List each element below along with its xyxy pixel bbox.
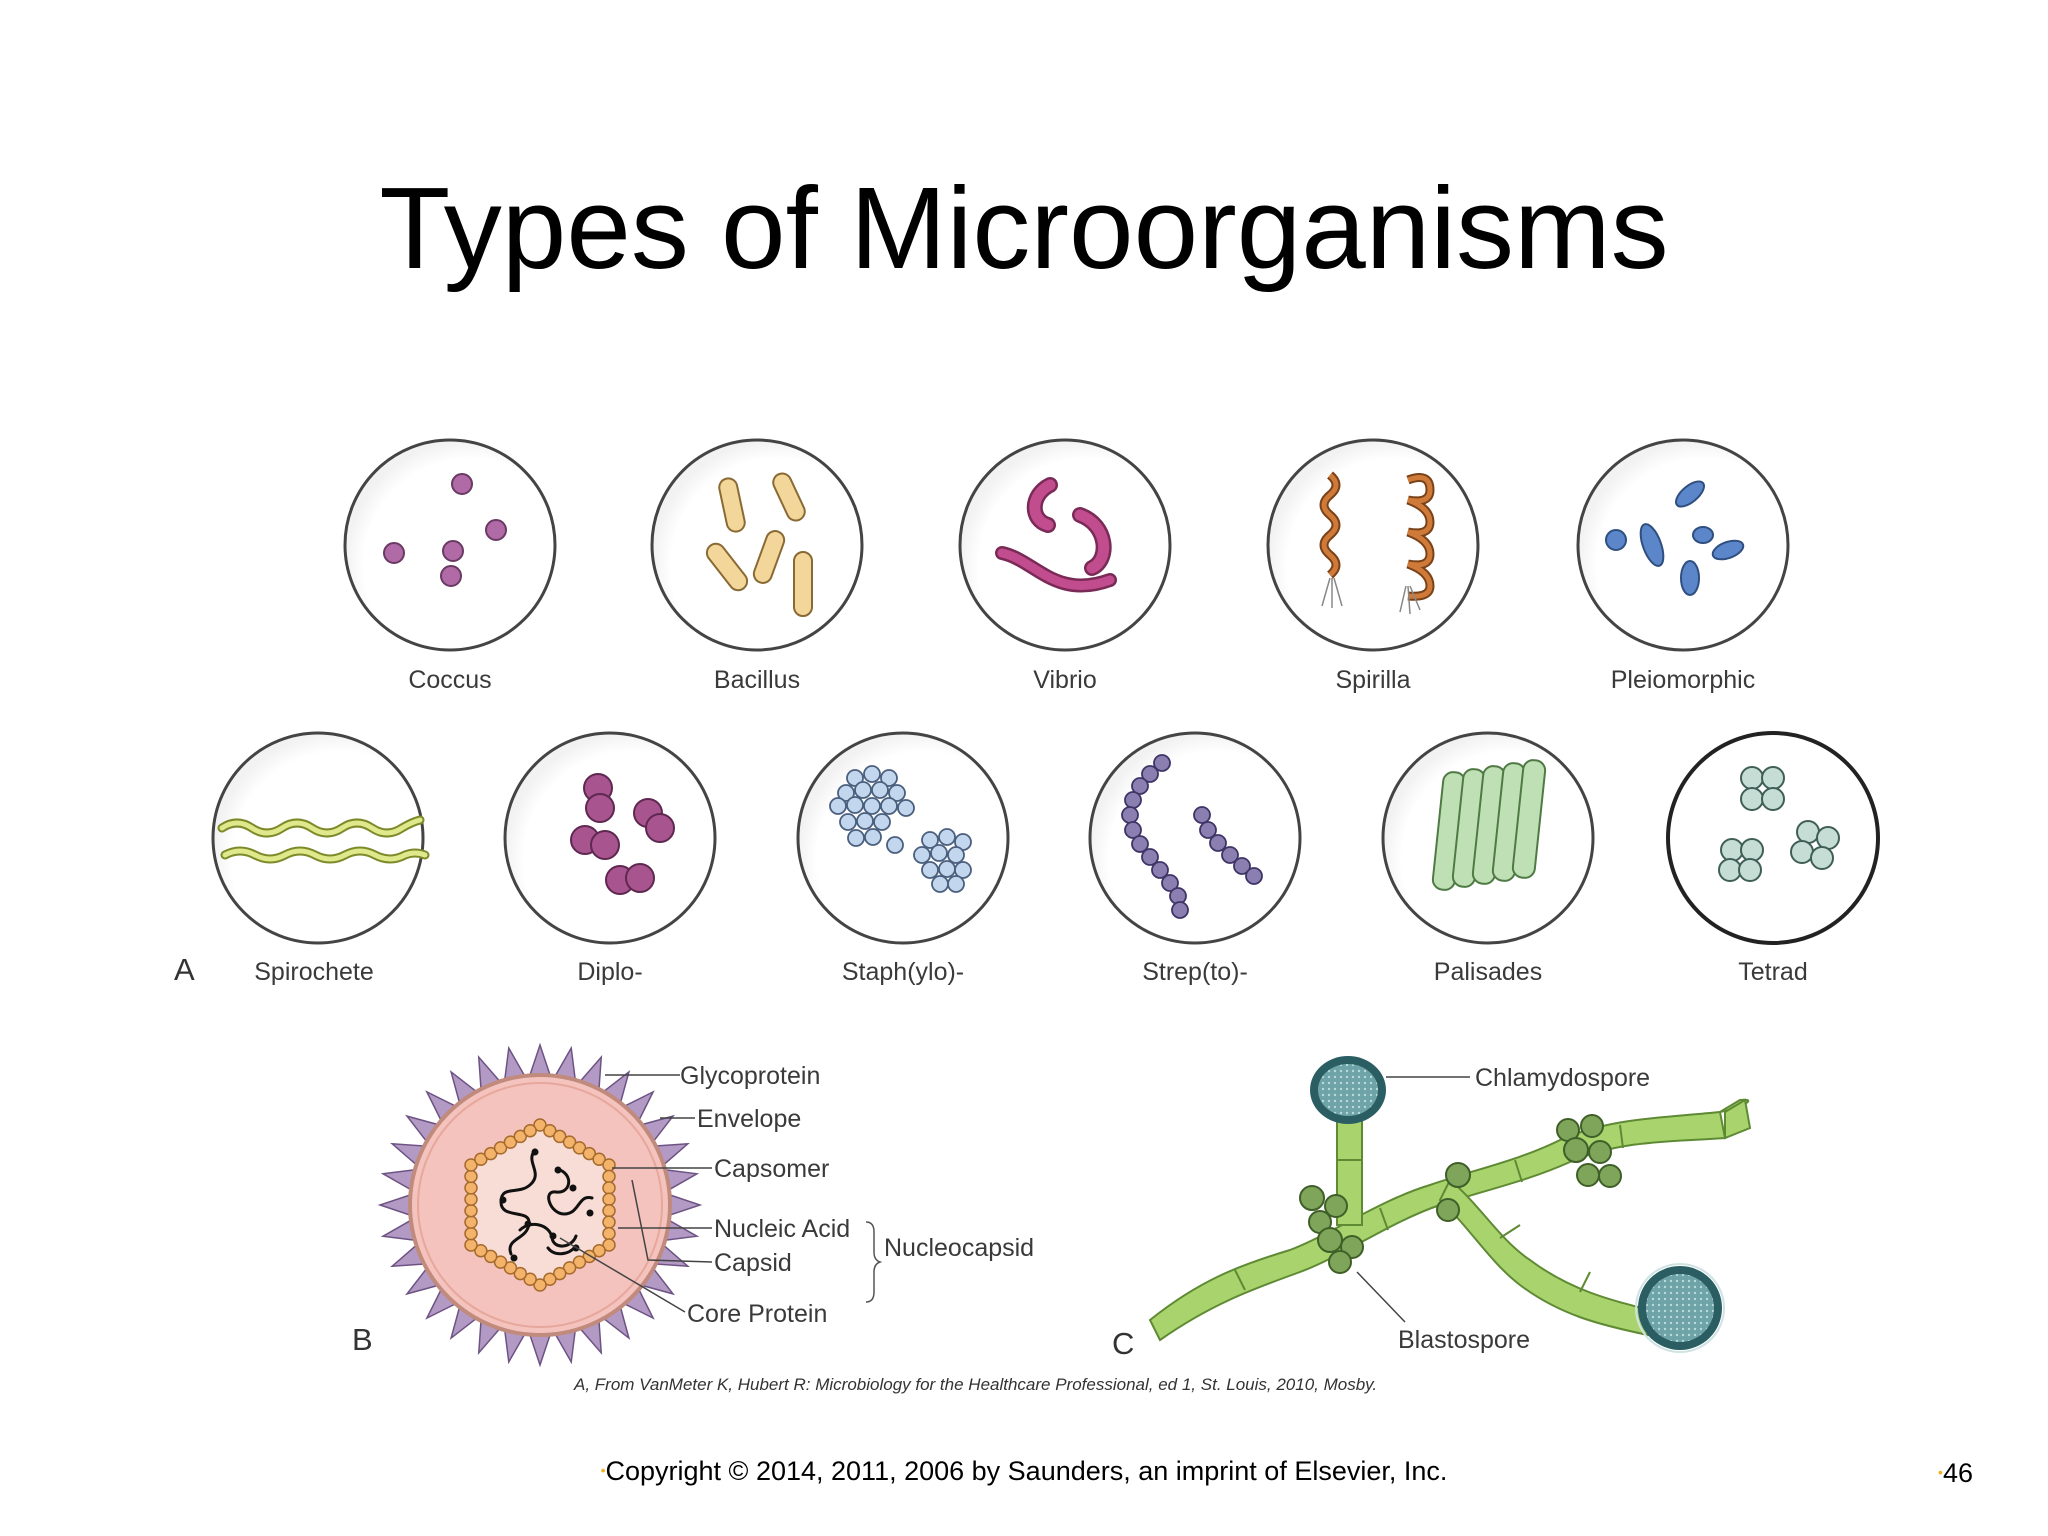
virus-diagram [377,1042,883,1368]
capsomer-bead [493,1255,508,1269]
panel-b-letter: B [352,1322,373,1357]
spirochete-cell [211,731,430,945]
label-bacillus: Bacillus [714,666,800,694]
page-number-text: 46 [1942,1458,1973,1488]
capsomer-bead [464,1203,478,1218]
capsomer-bead [602,1158,616,1172]
capsomer-bead [582,1146,597,1161]
capsomer-beads [464,1118,616,1292]
capsomer-bead [464,1158,478,1172]
capsomer-bead [543,1123,557,1138]
label-glycoprotein: Glycoprotein [680,1062,820,1090]
capsomer-bead [464,1181,478,1195]
capsomer-bead [572,1141,587,1155]
capsomer-bead [562,1135,577,1149]
capsomer-bead [474,1243,488,1258]
capsomer-bead [533,1118,547,1132]
capsomer-bead [503,1135,518,1149]
capsomer-bead [513,1129,528,1144]
footer-bullet-icon: • [600,1462,606,1478]
capsomer-bead [493,1141,508,1155]
capsomer-bead [562,1261,577,1275]
label-palisades: Palisades [1434,958,1542,986]
capsomer-bead [483,1249,498,1264]
strep-cell [1088,731,1302,945]
diplo-cell [503,731,717,945]
label-nucleic-acid: Nucleic Acid [714,1215,850,1243]
label-strep: Strep(to)- [1142,958,1248,986]
capsomer-bead [602,1192,616,1207]
capsomer-bead [602,1215,616,1229]
capsomer-bead [464,1226,478,1241]
label-pleiomorphic: Pleiomorphic [1611,666,1756,694]
capsomer-bead [503,1261,518,1275]
label-chlamydospore: Chlamydospore [1475,1064,1650,1092]
label-spirilla: Spirilla [1335,666,1410,694]
capsomer-bead [602,1226,616,1241]
label-blastospore: Blastospore [1398,1326,1530,1354]
capsomer-bead [543,1272,557,1287]
spirilla-cell [1266,438,1480,652]
capsomer-bead [483,1146,498,1161]
capsomer-bead [523,1272,537,1287]
label-capsid: Capsid [714,1249,792,1277]
capsomer-bead [513,1266,528,1281]
capsomer-bead [602,1238,616,1252]
tetrad-cell [1666,731,1880,945]
capsomer-bead [552,1129,567,1144]
core-protein-dots [499,1148,594,1262]
capsomer-bead [464,1169,478,1184]
fungus-diagram [1148,1056,1752,1353]
panel-c-letter: C [1112,1326,1134,1361]
label-core-protein: Core Protein [687,1300,827,1328]
pleiomorphic-cell [1576,438,1790,652]
page-bullet-icon: • [1938,1464,1943,1480]
chlamydospore-top [1310,1056,1386,1124]
capsomer-bead [602,1169,616,1184]
label-tetrad: Tetrad [1738,958,1807,986]
capsomer-bead [464,1215,478,1229]
capsomer-bead [572,1255,587,1269]
coccus-cell [343,438,557,652]
panel-a-letter: A [174,952,195,987]
capsomer-bead [602,1181,616,1195]
chlamydospore-bottom [1635,1263,1725,1353]
palisades-cell [1381,731,1595,945]
capsomer-bead [552,1266,567,1281]
label-spirochete: Spirochete [254,958,374,986]
vibrio-cell [958,438,1172,652]
copyright-footer: •Copyright © 2014, 2011, 2006 by Saunder… [0,1456,2048,1487]
glycoprotein-spike [528,1042,552,1079]
label-capsomer: Capsomer [714,1155,829,1183]
capsomer-bead [464,1192,478,1207]
slide-title: Types of Microorganisms [379,163,1669,293]
capsomer-bead [474,1152,488,1167]
label-vibrio: Vibrio [1033,666,1096,694]
label-staph: Staph(ylo)- [842,958,964,986]
glycoprotein-spike [528,1331,552,1368]
capsomer-bead [533,1278,547,1292]
glycoprotein-spike [666,1193,703,1217]
capsomer-bead [592,1243,606,1258]
figure-credit: A, From VanMeter K, Hubert R: Microbiolo… [573,1375,1377,1394]
capsomer-bead [464,1238,478,1252]
capsomer-bead [592,1152,606,1167]
capsomer-bead [602,1203,616,1218]
footer-text: Copyright © 2014, 2011, 2006 by Saunders… [605,1456,1448,1486]
label-diplo: Diplo- [577,958,642,986]
page-number: •46 [1938,1458,1973,1489]
label-nucleocapsid: Nucleocapsid [884,1234,1034,1262]
label-coccus: Coccus [408,666,491,694]
label-envelope: Envelope [697,1105,801,1133]
capsomer-bead [523,1123,537,1138]
staph-cell [796,731,1010,945]
glycoprotein-spike [377,1193,414,1217]
bacillus-cell [650,438,864,652]
